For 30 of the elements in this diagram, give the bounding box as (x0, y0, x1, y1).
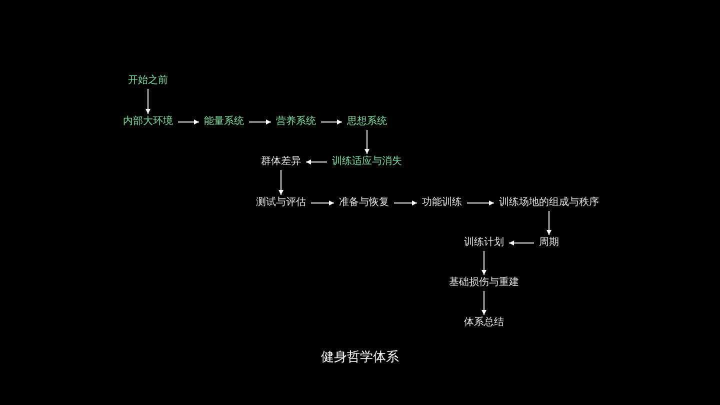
diagram-title: 健身哲学体系 (321, 349, 399, 366)
arrow (248, 120, 272, 124)
node-label: 周期 (537, 236, 561, 250)
node-label: 基础损伤与重建 (447, 276, 521, 290)
node-label: 群体差异 (259, 155, 303, 169)
node-label: 测试与评估 (254, 196, 308, 210)
arrow (482, 290, 486, 316)
arrow (320, 120, 342, 124)
node-label: 功能训练 (420, 196, 464, 210)
arrow (306, 160, 328, 164)
node-label: 体系总结 (462, 316, 506, 330)
arrow (508, 240, 534, 246)
node-label: 内部大环境 (121, 115, 175, 129)
node-label: 准备与恢复 (337, 196, 391, 210)
arrow (310, 200, 334, 206)
arrow (278, 170, 284, 196)
node-label: 训练适应与消失 (330, 155, 404, 169)
node-label: 营养系统 (274, 115, 318, 129)
node-label: 训练场地的组成与秩序 (497, 196, 601, 210)
arrow (364, 130, 370, 154)
arrow (482, 250, 486, 276)
arrow (146, 88, 150, 114)
node-label: 思想系统 (345, 115, 389, 129)
arrow (178, 120, 200, 124)
node-label: 开始之前 (126, 74, 170, 88)
node-label: 训练计划 (462, 236, 506, 250)
arrow (394, 200, 418, 206)
node-label: 能量系统 (202, 115, 246, 129)
arrow (546, 210, 552, 236)
arrow (466, 200, 494, 206)
